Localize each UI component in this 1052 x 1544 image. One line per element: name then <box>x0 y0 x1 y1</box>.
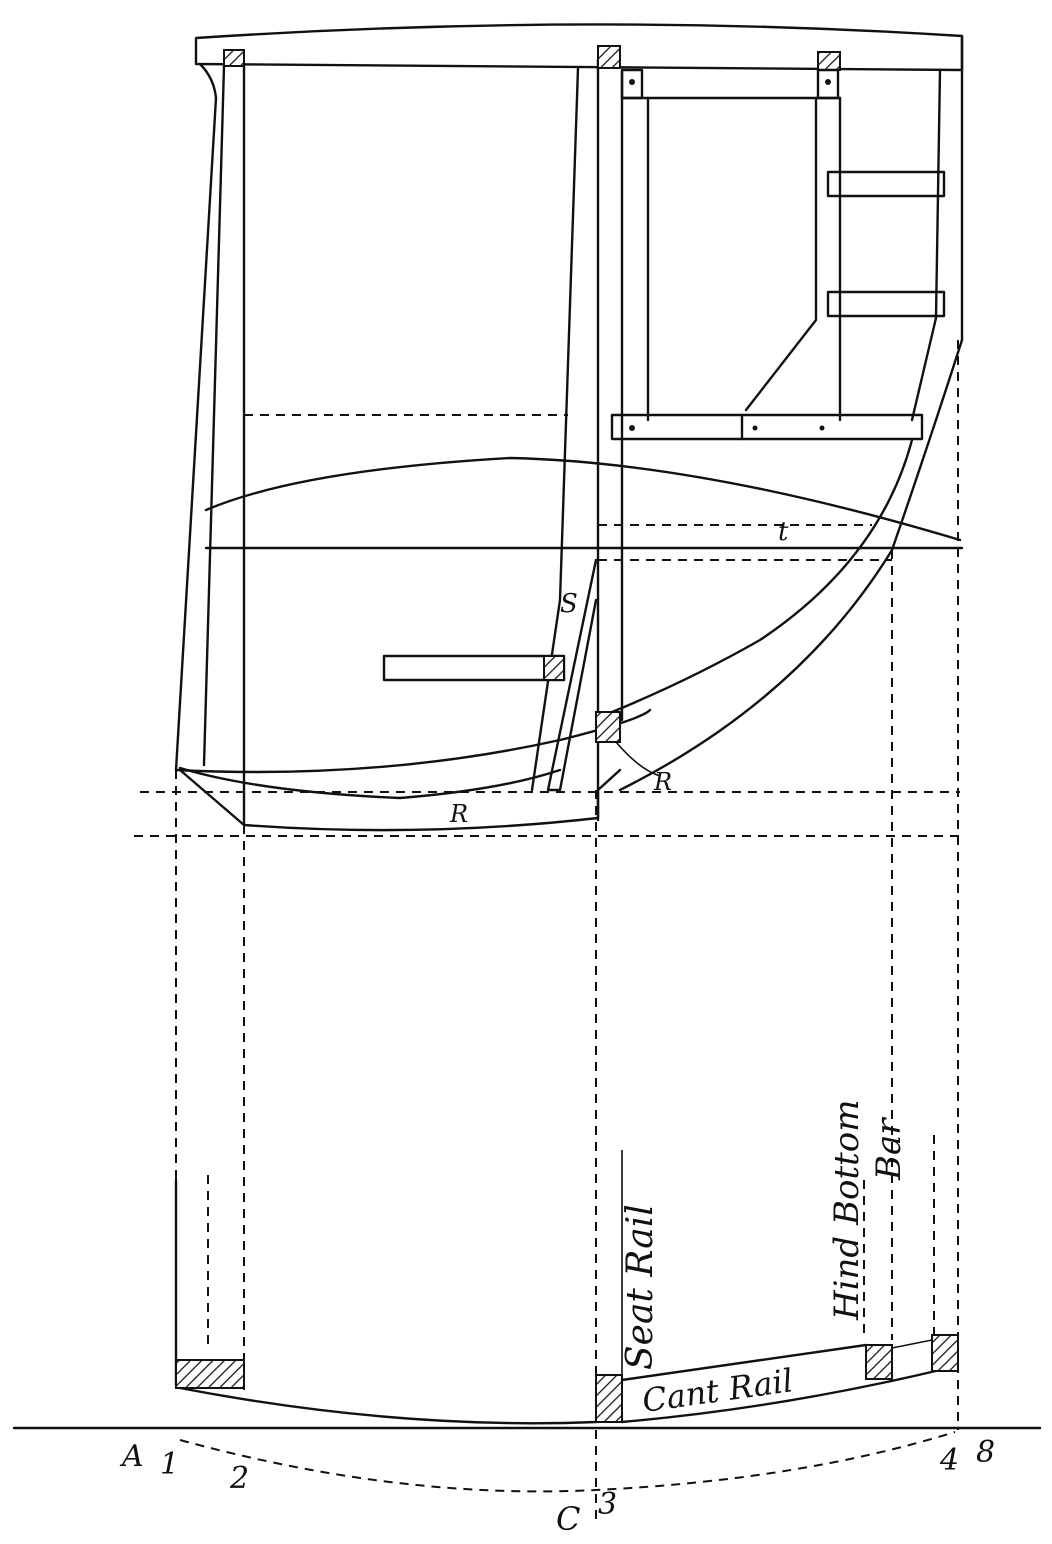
back-pillar <box>610 34 964 792</box>
point-c: C <box>556 1500 580 1538</box>
projection-lines <box>175 340 959 1520</box>
point-1: 1 <box>160 1447 179 1482</box>
label-r: R <box>449 800 468 828</box>
bottom-side <box>174 708 661 832</box>
plan-view <box>174 1150 959 1425</box>
belt-lines <box>204 414 964 561</box>
roof <box>194 23 964 100</box>
front-corner-pillar <box>174 49 246 827</box>
label-r2: R <box>653 768 672 796</box>
door-frame <box>610 51 946 441</box>
ground-line <box>12 1426 1042 1493</box>
point-3: 3 <box>598 1487 617 1522</box>
door-pillars <box>530 45 624 822</box>
label-bar: Bar <box>869 1117 909 1181</box>
point-2: 2 <box>229 1461 249 1496</box>
arm-rest <box>382 654 566 682</box>
label-hind-bottom: Hind Bottom <box>827 1100 867 1322</box>
label-seat-rail: Seat Rail <box>620 1204 661 1370</box>
label-s: S <box>560 589 578 619</box>
point-b: 8 <box>976 1435 995 1470</box>
point-a: A <box>119 1439 144 1474</box>
label-t: t <box>778 517 789 547</box>
reference-lines <box>134 791 960 837</box>
point-4: 4 <box>939 1443 959 1478</box>
